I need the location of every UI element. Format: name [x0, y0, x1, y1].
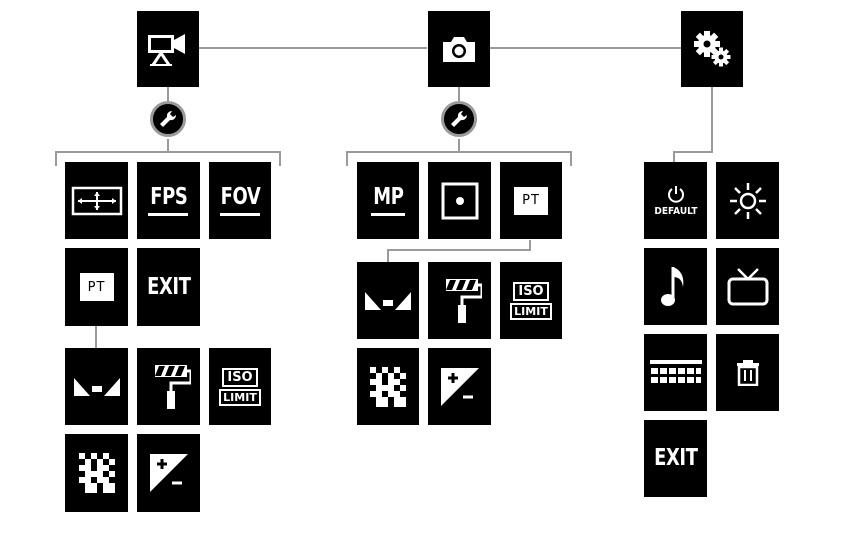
photo-camera-icon — [443, 37, 475, 62]
fps-label: FPS — [149, 183, 188, 210]
limit-label: LIMIT — [219, 388, 261, 406]
exposure-compensation-icon — [149, 454, 188, 492]
video-settings-button[interactable] — [150, 101, 186, 137]
iso-limit-icon: ISO LIMIT — [219, 367, 261, 406]
sharpness-icon — [78, 453, 115, 493]
resolution-icon — [71, 186, 122, 215]
protune-label: PT — [522, 193, 540, 208]
photo-settings-button[interactable] — [441, 101, 477, 137]
exit-label: EXIT — [146, 273, 191, 300]
fov-button[interactable]: FOV — [209, 162, 271, 239]
keyboard-button[interactable] — [644, 334, 707, 411]
photo-color-button[interactable] — [428, 262, 491, 339]
protune-icon: PT — [79, 273, 114, 301]
photo-iso-limit-button[interactable]: ISO LIMIT — [500, 262, 562, 339]
power-icon — [667, 185, 684, 203]
video-protune-button[interactable]: PT — [65, 248, 128, 326]
underline — [219, 212, 260, 216]
photo-exposure-button[interactable] — [428, 348, 491, 425]
brightness-button[interactable] — [716, 162, 779, 239]
iso-label: ISO — [222, 367, 258, 387]
mp-label: MP — [372, 183, 404, 210]
video-color-button[interactable] — [137, 348, 200, 425]
gears-icon — [694, 31, 731, 67]
fov-label-group: FOV — [215, 183, 266, 216]
music-note-icon — [660, 266, 683, 306]
video-sharpness-button[interactable] — [65, 434, 128, 512]
color-paint-roller-icon — [154, 364, 191, 409]
setup-exit-button[interactable]: EXIT — [644, 420, 707, 497]
video-camera-icon — [148, 34, 185, 66]
brightness-icon — [729, 182, 766, 219]
sound-button[interactable] — [644, 248, 707, 325]
exit-label: EXIT — [653, 445, 698, 471]
fps-button[interactable]: FPS — [137, 162, 200, 239]
underline — [371, 212, 405, 216]
tv-icon — [727, 267, 768, 305]
default-mode-button[interactable]: DEFAULT — [644, 162, 707, 239]
delete-button[interactable] — [716, 334, 779, 411]
limit-label: LIMIT — [510, 302, 552, 320]
wrench-icon — [451, 110, 468, 127]
protune-label: PT — [87, 279, 106, 295]
iso-limit-icon: ISO LIMIT — [510, 281, 552, 320]
megapixels-button[interactable]: MP — [357, 162, 419, 239]
photo-protune-button[interactable]: PT — [500, 162, 562, 239]
iso-label: ISO — [513, 281, 549, 301]
mp-label-group: MP — [369, 183, 408, 216]
default-icon-group: DEFAULT — [652, 185, 700, 217]
wrench-icon — [160, 110, 177, 127]
default-label: DEFAULT — [653, 205, 698, 217]
trash-icon — [736, 359, 759, 386]
white-balance-icon — [365, 291, 411, 310]
sharpness-icon — [370, 366, 406, 407]
spot-meter-icon — [441, 182, 478, 219]
protune-icon: PT — [514, 186, 548, 215]
video-iso-limit-button[interactable]: ISO LIMIT — [209, 348, 271, 425]
photo-mode-button[interactable] — [428, 11, 490, 87]
video-mode-button[interactable] — [137, 11, 199, 87]
keyboard-icon — [649, 359, 702, 383]
video-exposure-button[interactable] — [137, 434, 200, 512]
photo-sharpness-button[interactable] — [357, 348, 419, 425]
fov-label: FOV — [220, 183, 260, 210]
video-resolution-button[interactable] — [65, 162, 128, 239]
color-paint-roller-icon — [445, 278, 482, 323]
photo-white-balance-button[interactable] — [357, 262, 419, 339]
spot-meter-button[interactable] — [428, 162, 491, 239]
video-white-balance-button[interactable] — [65, 348, 128, 425]
underline — [148, 212, 189, 216]
video-exit-button[interactable]: EXIT — [137, 248, 200, 326]
setup-mode-button[interactable] — [681, 11, 743, 87]
tv-output-button[interactable] — [716, 248, 779, 325]
exposure-compensation-icon — [440, 367, 479, 406]
fps-label-group: FPS — [145, 183, 193, 216]
white-balance-icon — [73, 377, 120, 396]
